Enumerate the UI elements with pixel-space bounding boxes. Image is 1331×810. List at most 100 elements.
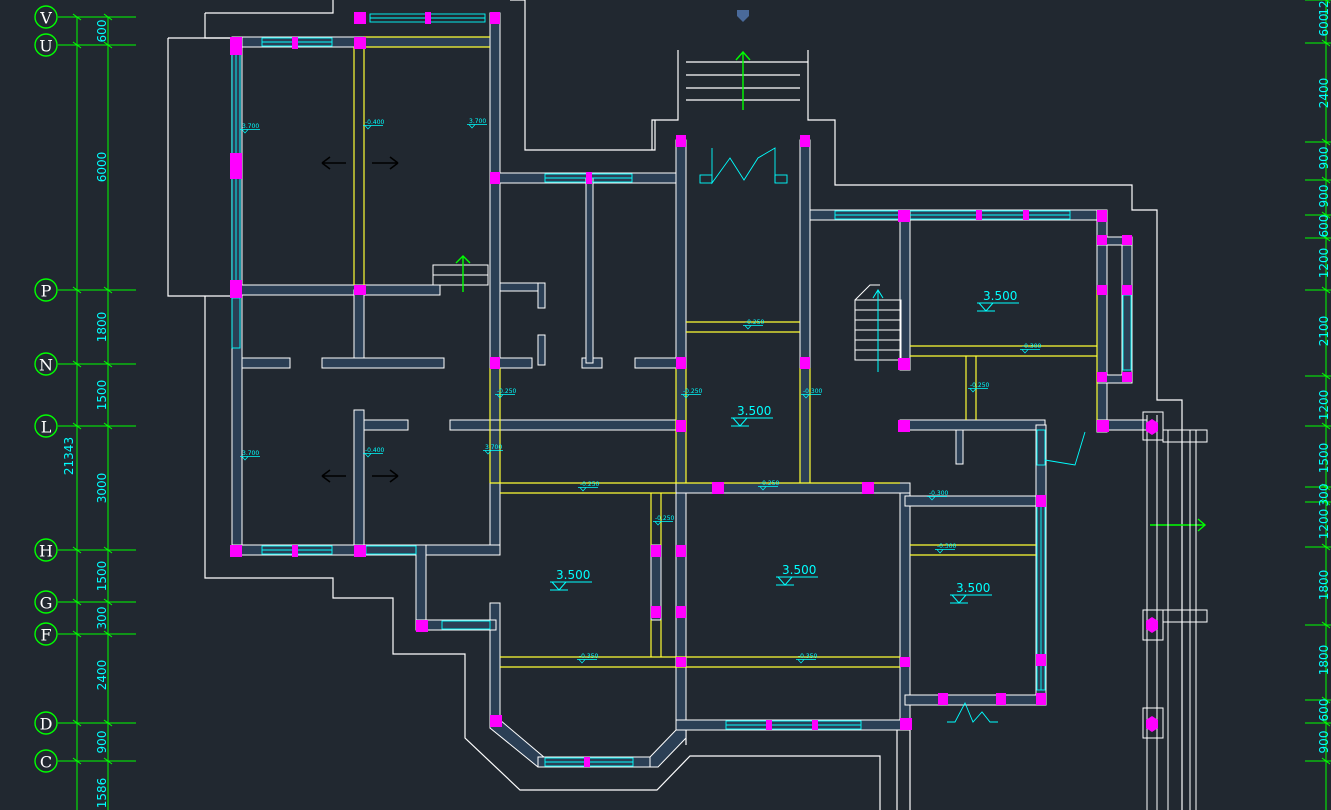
axis-label: D xyxy=(40,715,53,734)
stair xyxy=(432,255,902,372)
beam-note-label: -0.400 xyxy=(365,447,385,454)
beam-note: 3.700 xyxy=(240,450,260,461)
columns xyxy=(230,12,1132,767)
dimension-right: 1800 xyxy=(1317,570,1331,601)
beam-note: -0.250 xyxy=(758,480,780,491)
beam-notes: 3.700 -0.400 3.700 3.700 -0.400 3.700 -0.250 -0… xyxy=(240,118,1042,664)
axis-bubble-V: V xyxy=(34,5,58,29)
axis-bubble-F: F xyxy=(34,622,58,646)
dimension-right: 300 xyxy=(1317,484,1331,507)
beam-note-label: -0.300 xyxy=(1022,343,1042,350)
dimension-left: 1500 xyxy=(95,380,109,411)
axis-label: L xyxy=(41,418,52,437)
beam-note: -0.300 xyxy=(801,388,823,399)
elevation-label: 3.500 xyxy=(737,404,771,418)
beam-note: -0.250 xyxy=(968,382,990,393)
beam-note-label: -0.300 xyxy=(803,388,823,395)
dimension-left: 1586 xyxy=(95,778,109,809)
stair-arrow-icon-2 xyxy=(455,255,471,292)
elevation-marker: 3.500 xyxy=(731,404,773,427)
dimension-left: 6000 xyxy=(95,152,109,183)
building-outline xyxy=(167,0,1183,810)
beam-note: -0.400 xyxy=(363,119,385,130)
beam-note: -0.400 xyxy=(363,447,385,458)
beam-note-label: -0.250 xyxy=(580,481,600,488)
beam-note-label: -0.250 xyxy=(683,388,703,395)
axis-bubble-L: L xyxy=(34,414,58,438)
section-arrow-icon xyxy=(1150,518,1207,532)
elevation-label: 3.500 xyxy=(782,563,816,577)
total-dimension-left: 21343 xyxy=(62,437,76,475)
axis-label: P xyxy=(41,282,52,301)
axis-label: G xyxy=(40,594,53,613)
elevation-marker: 3.500 xyxy=(977,289,1019,312)
beam-note: -0.250 xyxy=(653,515,675,526)
beam-note: 3.700 xyxy=(240,123,260,134)
door-swing-icon xyxy=(321,147,1086,723)
beam-note: -0.250 xyxy=(495,388,517,399)
beams xyxy=(353,36,1098,668)
dimension-left: 2400 xyxy=(95,660,109,691)
axis-bubble-N: N xyxy=(34,352,58,376)
dimension-right: 1500 xyxy=(1317,443,1331,474)
dimension-right: 2100 xyxy=(1317,316,1331,347)
beam-note: -0.300 xyxy=(927,490,949,501)
axis-label: F xyxy=(40,626,51,645)
dimension-right: 1200 xyxy=(1317,509,1331,540)
axis-bubble-H: H xyxy=(34,538,58,562)
elevation-marker: 3.500 xyxy=(776,563,818,586)
beam-note-label: -0.250 xyxy=(970,382,990,389)
beam-note: -0.250 xyxy=(578,481,600,492)
dimension-right: 900 xyxy=(1317,731,1331,754)
beam-note-label: -0.250 xyxy=(497,388,517,395)
dimension-right: 1200 xyxy=(1317,390,1331,421)
beam-note: -0.300 xyxy=(1020,343,1042,354)
elevation-marker: 3.500 xyxy=(550,568,592,591)
window-east-small xyxy=(1036,429,1046,466)
dimension-left: 1800 xyxy=(95,312,109,343)
elevation-marker: 3.500 xyxy=(950,581,992,604)
dimension-right: 900 xyxy=(1317,147,1331,170)
beam-note: -0.350 xyxy=(577,653,599,664)
dimension-left: 300 xyxy=(95,607,109,630)
dimension-left: 600 xyxy=(95,20,109,43)
beam-note: 3.700 xyxy=(483,444,503,455)
elevation-label: 3.500 xyxy=(556,568,590,582)
beam-note-label: -0.300 xyxy=(929,490,949,497)
axis-label: H xyxy=(39,542,53,561)
dimension-left: 1500 xyxy=(95,561,109,592)
stair-arrow-icon xyxy=(872,289,884,372)
axis-label: N xyxy=(39,356,53,375)
beam-note: -0.350 xyxy=(796,653,818,664)
right-top-partial-dimension: 12 xyxy=(1317,0,1331,15)
beam-note-label: -0.250 xyxy=(745,319,765,326)
beam-note-label: 3.700 xyxy=(485,444,502,451)
beam-note: -0.300 xyxy=(935,543,957,554)
window-east-top xyxy=(834,210,1071,220)
beam-note-label: -0.350 xyxy=(579,653,599,660)
beam-note: 3.700 xyxy=(467,118,487,129)
window-south xyxy=(725,720,862,730)
dimension-right: 600 xyxy=(1317,699,1331,722)
elevation-label: 3.500 xyxy=(956,581,990,595)
axis-label: U xyxy=(39,37,52,56)
dimension-right: 900 xyxy=(1317,185,1331,208)
axis-bubble-D: D xyxy=(34,711,58,735)
north-arrow-icon xyxy=(735,10,751,110)
axis-bubble-G: G xyxy=(34,590,58,614)
axis-bubble-C: C xyxy=(34,749,58,773)
axis-label: C xyxy=(40,753,52,772)
beam-note-label: -0.250 xyxy=(760,480,780,487)
dimension-right: 2400 xyxy=(1317,78,1331,109)
beam-note-label: 3.700 xyxy=(242,123,259,130)
dimension-left: 900 xyxy=(95,731,109,754)
beam-note-label: -0.400 xyxy=(365,119,385,126)
window-balcony xyxy=(441,620,491,630)
elevation-markers: 3.500 3.500 3.500 3.500 3.500 xyxy=(550,289,1019,604)
dimension-right: 600 xyxy=(1317,14,1331,37)
axis-bubble-U: U xyxy=(34,33,58,57)
right-dimension-chain: 6002400900900600120021001200150030012001… xyxy=(1305,0,1331,810)
beam-note-label: -0.350 xyxy=(798,653,818,660)
beam-note-label: 3.700 xyxy=(242,450,259,457)
